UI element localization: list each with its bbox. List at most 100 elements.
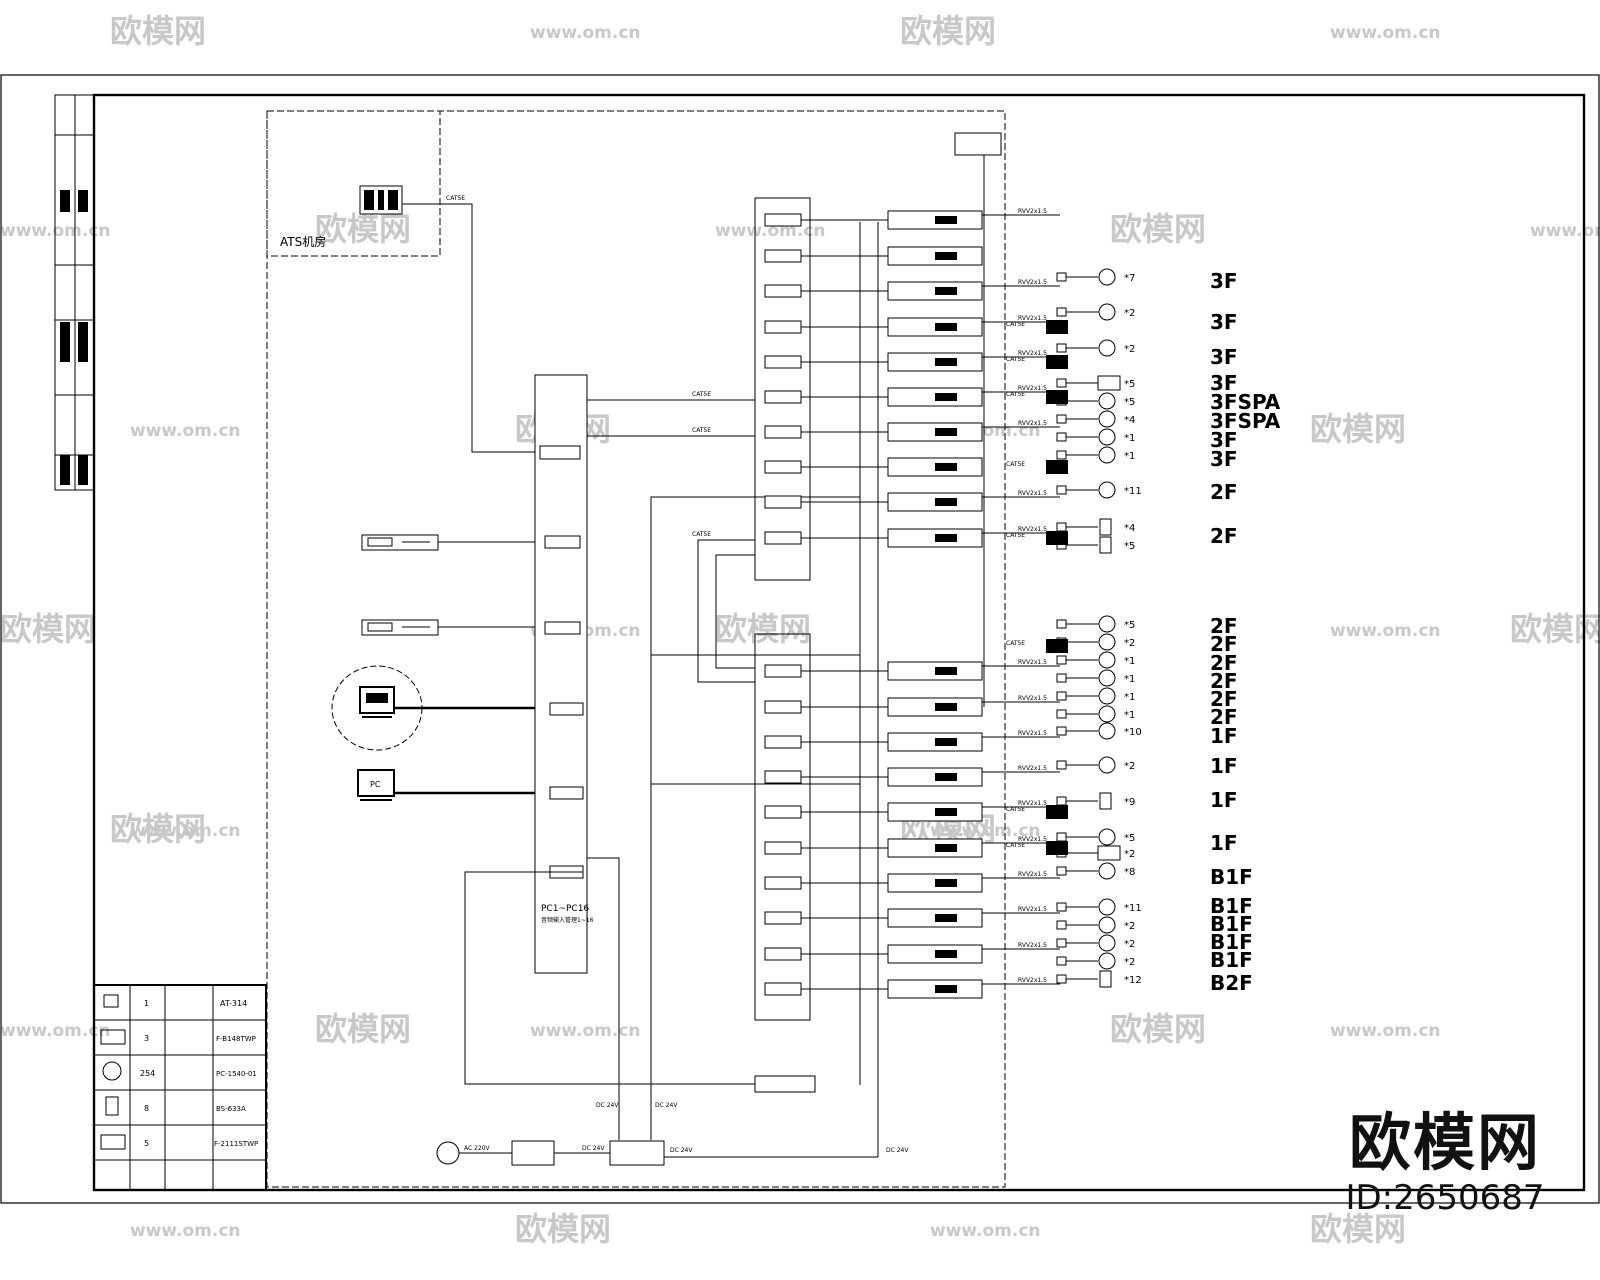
zone-label: 2F [1210,651,1238,675]
local-control-panel [1046,390,1068,404]
watermark-site: www.om.cn [930,1221,1041,1241]
router-port [764,495,802,509]
zone-module [1056,378,1067,388]
power-sequencer [511,1140,555,1166]
legend-qty: 3 [144,1034,149,1043]
legend-model: AT-314 [220,999,247,1008]
zone-speaker-count: *5 [1124,833,1135,844]
ceiling-speaker-icon [1098,481,1116,499]
main-controller [534,374,588,974]
amplifier-label-block [935,914,957,922]
feed-cable-label: RVV2x1.5 [1018,208,1047,215]
panel-cable-label: CAT5E [1006,461,1025,468]
zone-speaker-count: *2 [1124,638,1135,649]
amplifier-label-block [935,498,957,506]
legend-model: F-2111STWP [214,1140,258,1148]
watermark-brand: 欧模网 [1310,410,1406,448]
ats-link-label: CAT5E [446,195,465,202]
zone-speaker-count: *4 [1124,415,1135,426]
feed-cable-label: RVV2x1.5 [1018,800,1047,807]
feed-cable-label: RVV2x1.5 [1018,490,1047,497]
watermark-site: www.om.cn [530,23,641,43]
zone-label: 3F [1210,447,1238,471]
ceiling-speaker-icon [1098,410,1116,428]
local-control-panel [1046,841,1068,855]
brand-logo: 欧模网 [1348,1106,1541,1179]
feed-cable-label: RVV2x1.5 [1018,526,1047,533]
watermark-brand: 欧模网 [515,1210,611,1248]
ceiling-speaker-icon [1098,392,1116,410]
router-port [764,425,802,439]
zone-speaker-count: *2 [1124,761,1135,772]
horn-speaker-icon [1097,375,1121,391]
amplifier-label-block [935,358,957,366]
dc-label-5: DC 24V [655,1102,678,1109]
zone-speaker-count: *1 [1124,692,1135,703]
ceiling-speaker-icon [1098,898,1116,916]
ceiling-speaker-icon [1098,705,1116,723]
zone-label: 2F [1210,669,1238,693]
zone-module [1056,691,1067,701]
zone-speaker-count: *5 [1124,397,1135,408]
amplifier-label-block [935,950,957,958]
panel-cable-label: CAT5E [1006,321,1025,328]
legend-qty: 8 [144,1104,149,1113]
zone-module [1056,709,1067,719]
title-strip-marks [60,190,88,485]
panel-cable-label: CAT5E [1006,532,1025,539]
panel-cable-label: CAT5E [1006,842,1025,849]
dc-label-1: DC 24V [582,1145,605,1152]
zone-label: B1F [1210,948,1253,972]
feed-cable-label: RVV2x1.5 [1018,871,1047,878]
zone-label: 1F [1210,724,1238,748]
zone-module [1056,414,1067,424]
legend-model: F-B148TWP [216,1035,256,1043]
feed-cable-label: RVV2x1.5 [1018,279,1047,286]
router-port [764,947,802,961]
watermark-brand: 欧模网 [1110,1010,1206,1048]
link-label-a1: CAT5E [692,391,711,398]
feed-cable-label: RVV2x1.5 [1018,385,1047,392]
feed-cable-label: RVV2x1.5 [1018,659,1047,666]
router-port [764,982,802,996]
zone-label: 1F [1210,831,1238,855]
amplifier-label-block [935,252,957,260]
box-speaker-icon [1099,536,1112,554]
top-module [954,132,1002,156]
zone-speaker-count: *2 [1124,308,1135,319]
amplifier-label-block [935,738,957,746]
zone-module [1056,432,1067,442]
zone-label: 1F [1210,754,1238,778]
zone-rows: RVV2x1.5RVV2x1.5RVV2x1.5RVV2x1.5RVV2x1.5… [764,208,1281,999]
amplifier-label-block [935,773,957,781]
zone-module [1056,938,1067,948]
zone-label: B1F [1210,912,1253,936]
feed-cable-label: RVV2x1.5 [1018,977,1047,984]
watermark-site: www.om.cn [1330,621,1441,641]
zone-module [1056,619,1067,629]
router-port [764,460,802,474]
zone-module [1056,673,1067,683]
ats-room-label: ATS机房 [280,234,326,249]
watermark-site: www.om.cn [1530,221,1600,241]
feed-cable-label: RVV2x1.5 [1018,730,1047,737]
legend-model: PC-1540-01 [216,1070,257,1078]
zone-speaker-count: *1 [1124,710,1135,721]
watermark-site: www.om.cn [930,821,1041,841]
ceiling-speaker-icon [1098,722,1116,740]
zone-module [1056,866,1067,876]
ceiling-speaker-icon [1098,687,1116,705]
router-port [764,700,802,714]
ac-supply-icon [436,1141,460,1165]
title-strip [54,94,95,491]
outer-border [0,74,1600,1204]
local-control-panel [1046,531,1068,545]
amplifier-label-block [935,216,957,224]
zone-speaker-count: *2 [1124,344,1135,355]
frame-interconnect [697,539,755,683]
zone-speaker-count: *11 [1124,486,1142,497]
amplifier-label-block [935,393,957,401]
local-control-panel [1046,805,1068,819]
dc-label-3: DC 24V [886,1147,909,1154]
